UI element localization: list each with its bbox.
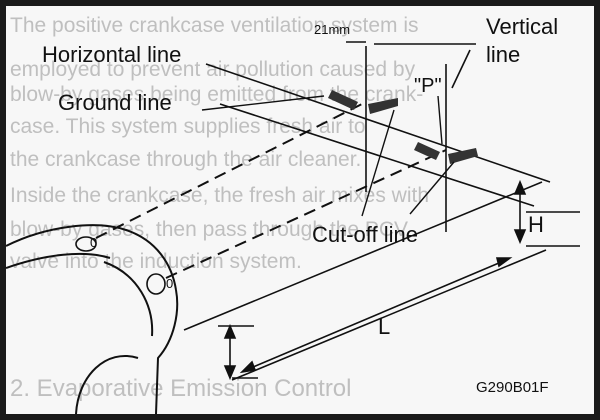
- bg-text-line6: Inside the crankcase, the fresh air mixe…: [10, 184, 429, 207]
- label-vertical-2: line: [486, 42, 520, 67]
- leader-p: [437, 95, 443, 145]
- figure-code: G290B01F: [476, 379, 549, 396]
- dimension-arrows: [223, 41, 527, 381]
- arrow-l-start: [239, 360, 257, 374]
- bg-text-line8: valve into the induction system.: [10, 250, 302, 273]
- label-h: H: [528, 212, 544, 237]
- ground-line-screen: [231, 249, 547, 381]
- car-hood-line: [6, 252, 111, 269]
- arrow-l-shaft: [245, 259, 507, 371]
- leader-cutoff-left: [361, 109, 395, 217]
- car-body: [6, 224, 179, 414]
- zero-left-label: 0: [90, 235, 97, 250]
- label-point-p: "P": [414, 75, 442, 97]
- cutoff-mark-right-a: [414, 142, 440, 160]
- label-horizontal-line: Horizontal line: [42, 42, 181, 67]
- car-outline: [6, 224, 179, 414]
- car-headlights: 0 0: [75, 235, 173, 295]
- headlight-left: [75, 236, 97, 252]
- label-leaders: [201, 95, 455, 217]
- arrow-height-top: [223, 323, 237, 339]
- horizontal-line: [205, 63, 551, 183]
- headlight-beams: [95, 101, 447, 279]
- bg-text-heading: 2. Evaporative Emission Control: [10, 375, 351, 402]
- label-l: L: [378, 314, 390, 339]
- bg-text-line7: blow-by gases, then pass through the PCV: [10, 218, 408, 241]
- cut-off-marks: [328, 90, 478, 164]
- arrow-h-bottom: [513, 229, 527, 245]
- arrow-l-end: [495, 257, 513, 268]
- bg-text-line3: blow-by gases being emitted from the cra…: [10, 83, 423, 106]
- leader-cutoff-right: [409, 161, 455, 215]
- label-ground-line: Ground line: [58, 90, 172, 115]
- car-fender-line: [103, 261, 154, 337]
- horizontal-line-lower: [219, 103, 535, 207]
- label-vertical-1: Vertical: [486, 14, 558, 39]
- headlight-aiming-diagram: The positive crankcase ventilation syste…: [6, 14, 580, 414]
- arrow-height-bottom: [223, 365, 237, 381]
- cutoff-mark-left-a: [328, 90, 358, 110]
- zero-right-label: 0: [166, 276, 173, 291]
- arrow-h-top: [513, 179, 527, 195]
- label-21mm: 21mm: [314, 22, 350, 37]
- car-wheel-arch: [75, 355, 139, 414]
- cutoff-mark-right-b: [448, 148, 478, 164]
- ground-line-floor: [183, 181, 543, 331]
- beam-left: [95, 101, 367, 239]
- diagram-labels: Vertical line 21mm Horizontal line Groun…: [42, 14, 558, 396]
- bg-text-line2: employed to prevent air pollution caused…: [10, 58, 416, 81]
- leader-ground-line: [201, 95, 325, 111]
- bg-text-line4: case. This system supplies fresh air to: [10, 115, 366, 138]
- bg-text-line5: the crankcase through the air cleaner.: [10, 148, 361, 171]
- bg-text-line1: The positive crankcase ventilation syste…: [10, 14, 419, 37]
- headlight-right: [146, 273, 166, 295]
- background-text: The positive crankcase ventilation syste…: [10, 14, 429, 402]
- reference-lines: [183, 43, 580, 381]
- label-cut-off-line: Cut-off line: [312, 222, 418, 247]
- cutoff-mark-left-b: [368, 98, 398, 114]
- beam-right: [165, 149, 447, 279]
- vertical-pointer: [451, 49, 471, 89]
